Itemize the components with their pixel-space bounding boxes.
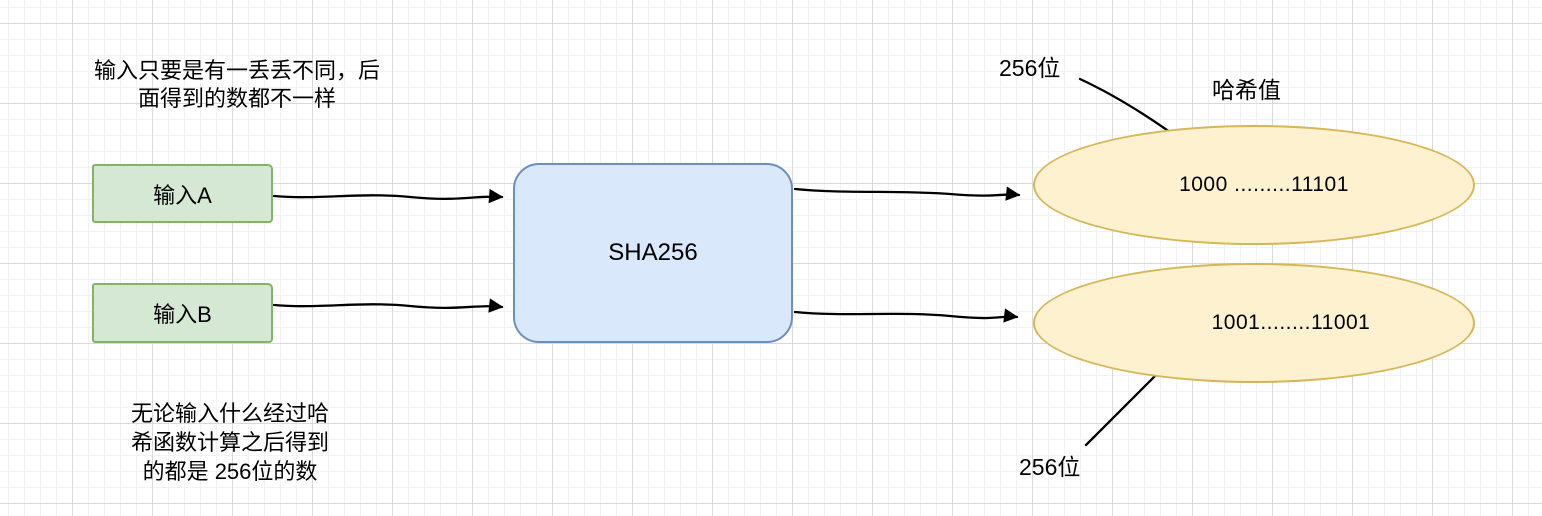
arrow-sha256-to-hash-b xyxy=(793,308,1019,323)
top-note-line: 面得到的数都不一样 xyxy=(137,86,336,111)
bottom-note: 无论输入什么经过哈 希函数计算之后得到 的都是 256位的数 xyxy=(80,399,380,486)
node-input-a-label: 输入A xyxy=(153,182,212,208)
node-input-b-label: 输入B xyxy=(153,302,212,327)
node-hash-value-a: 1000 .........11101 xyxy=(1033,125,1475,245)
node-input-b: 输入B xyxy=(92,283,273,343)
node-input-a: 输入A xyxy=(92,164,273,223)
arrow-sha256-to-hash-a xyxy=(793,186,1021,201)
arrow-input-a-to-sha256 xyxy=(272,188,504,204)
node-hash-value-b: 1001........11001 xyxy=(1033,263,1475,383)
node-sha256: SHA256 xyxy=(513,163,793,343)
bits-label-bottom: 256位 xyxy=(1019,454,1081,480)
bottom-note-line: 希函数计算之后得到 xyxy=(130,430,329,455)
hash-value-title: 哈希值 xyxy=(1212,77,1281,103)
bottom-note-line: 无论输入什么经过哈 xyxy=(130,401,329,426)
hash-value-a-text: 1000 .........11101 xyxy=(1179,173,1349,196)
arrow-input-b-to-sha256 xyxy=(272,298,504,313)
hash-value-b-text: 1001........11001 xyxy=(1211,311,1371,334)
top-note-line: 输入只要是有一丢丢不同，后 xyxy=(93,58,380,83)
top-note: 输入只要是有一丢丢不同，后 面得到的数都不一样 xyxy=(62,57,412,113)
bits-label-top: 256位 xyxy=(999,55,1061,81)
bottom-note-line: 的都是 256位的数 xyxy=(142,459,318,484)
node-sha256-label: SHA256 xyxy=(608,239,698,266)
